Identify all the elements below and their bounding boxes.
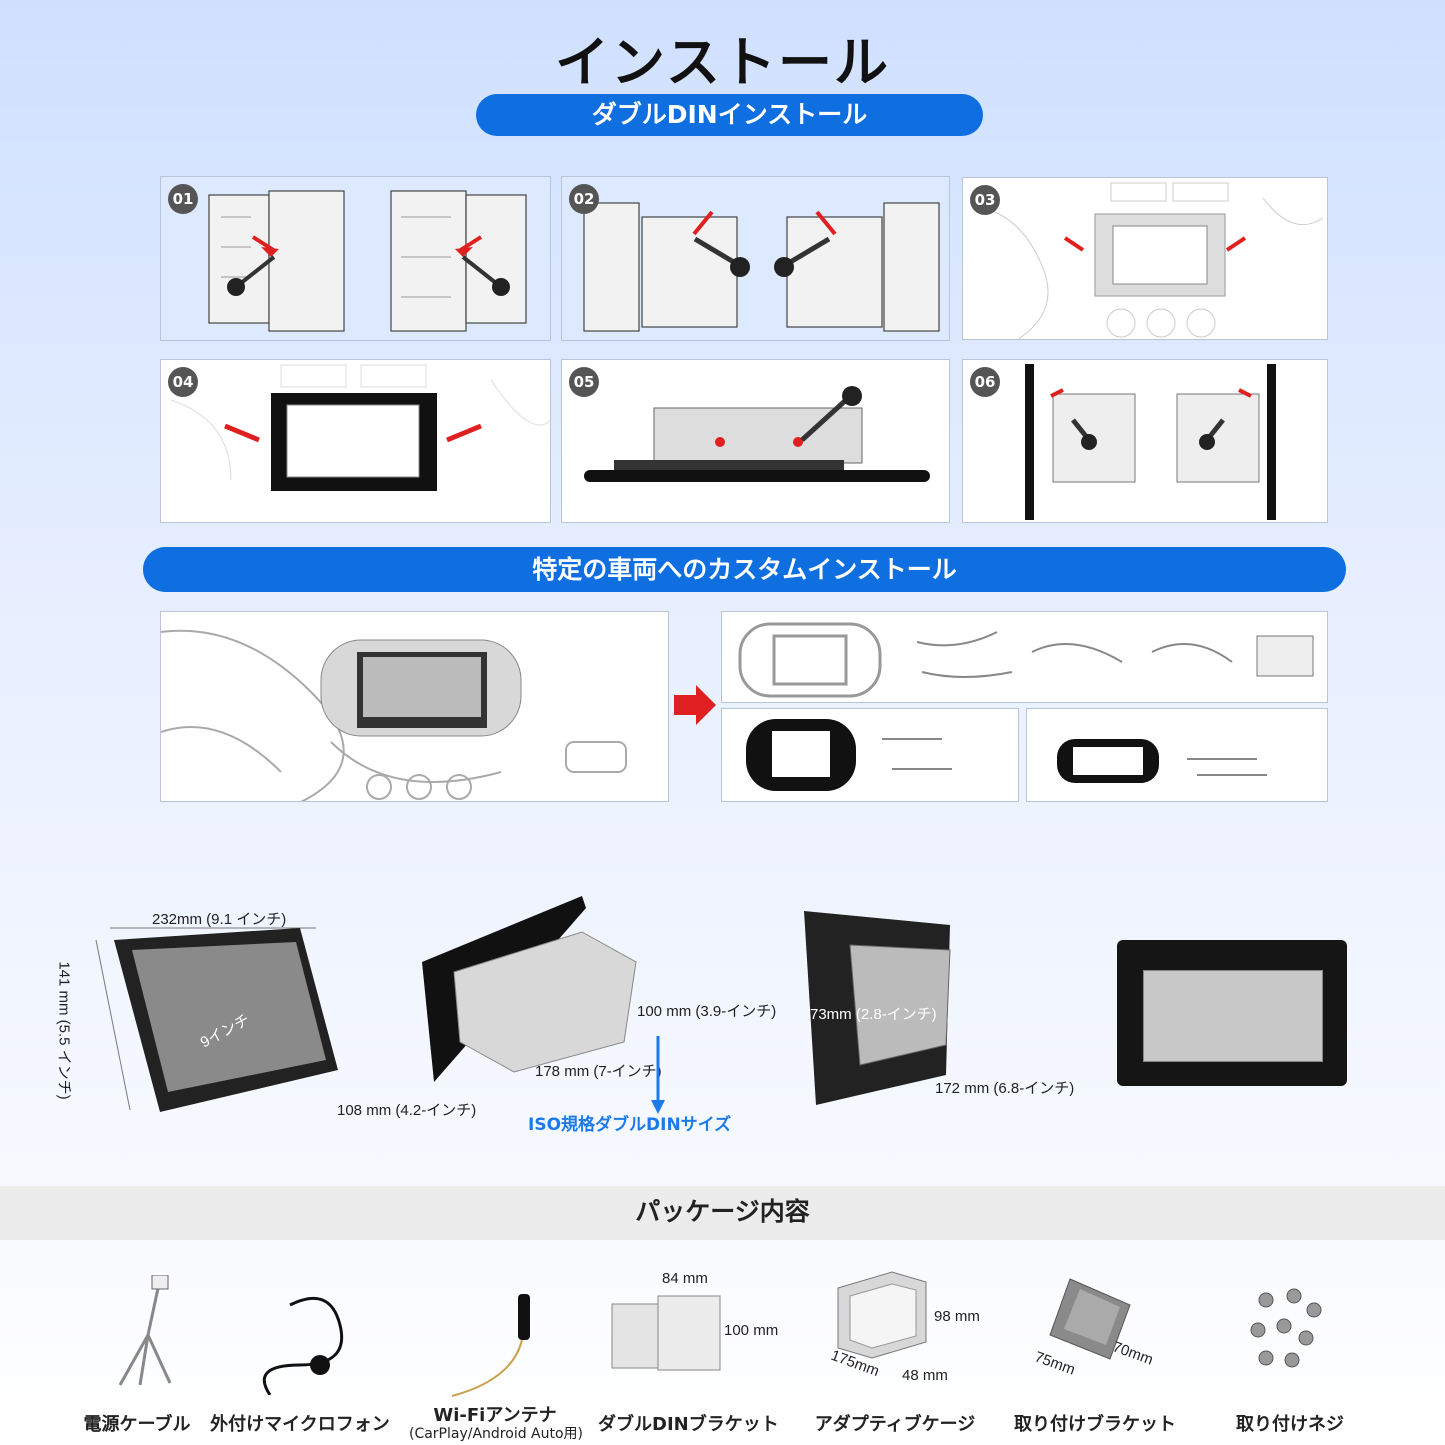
step-02-panel: 02 (561, 176, 950, 341)
step-number: 06 (970, 367, 1000, 397)
step-01-panel: 01 (160, 176, 551, 341)
bracket-width-dimension: 84 mm (662, 1270, 708, 1287)
frame-b-illustration (1057, 739, 1267, 783)
frame-a-illustration (746, 719, 952, 791)
package-item-label: ダブルDINブラケット (598, 1414, 779, 1435)
unit-cage-illustration (422, 896, 637, 1082)
package-item-label: 取り付けブラケット (1014, 1414, 1176, 1435)
kit-parts-panel (721, 611, 1328, 703)
screws-icon (1250, 1288, 1322, 1368)
package-title: パッケージ内容 (635, 1197, 810, 1226)
height3-dimension: 73mm (2.8-インチ) (810, 1006, 937, 1023)
bracket-diagram (208, 190, 527, 332)
unit-back-photo (1117, 940, 1347, 1086)
height-dimension: 141 mm (5.5 インチ) (55, 961, 73, 1100)
kit-frame-b-panel (1026, 708, 1328, 802)
cage-dash-diagram (982, 182, 1324, 339)
double-din-bracket-icon (611, 1295, 721, 1371)
power-cable-icon (118, 1275, 172, 1386)
step-number: 02 (569, 184, 599, 214)
step-05-panel: 05 (561, 359, 950, 523)
length-dimension: 178 mm (7-インチ) (535, 1063, 662, 1080)
package-item-label: 取り付けネジ (1236, 1414, 1344, 1435)
mount-side-diagram (1025, 364, 1276, 520)
package-item-label: アダプティブケージ (814, 1414, 976, 1435)
package-item-label: Wi-Fiアンテナ (433, 1405, 557, 1426)
wifi-antenna-icon (451, 1294, 530, 1397)
double-din-heading: ダブルDINインストール (476, 94, 983, 136)
length3-dimension: 172 mm (6.8-インチ) (935, 1080, 1075, 1097)
package-item-label: 電源ケーブル (83, 1414, 191, 1435)
depth-dimension: 100 mm (3.9-インチ) (637, 1003, 777, 1020)
arrow-right-icon (674, 685, 716, 725)
step-03-panel: 03 (962, 177, 1328, 340)
width-dimension: 232mm (9.1 インチ) (152, 911, 287, 928)
bracket-height-dimension: 100 mm (724, 1322, 779, 1339)
step-04-panel: 04 (160, 359, 551, 523)
iso-size-label: ISO規格ダブルDINサイズ (528, 1115, 732, 1135)
page-title: インストール (555, 31, 890, 94)
microphone-icon (262, 1296, 343, 1395)
down-arrow-icon (651, 1036, 665, 1114)
bracket-side-diagram (583, 202, 940, 332)
dashboard-illustration (161, 629, 627, 801)
car-dashboard-panel (160, 611, 669, 802)
package-item-label: 外付けマイクロフォン (210, 1414, 390, 1435)
package-item-sublabel: (CarPlay/Android Auto用) (408, 1426, 584, 1442)
custom-install-heading: 特定の車両へのカスタムインストール (143, 547, 1346, 592)
step-06-panel: 06 (962, 359, 1328, 523)
screw-side-diagram (584, 386, 930, 482)
unit-rear-illustration (804, 911, 951, 1105)
mounting-bracket-icon (1049, 1278, 1131, 1360)
kit-parts-illustration (738, 622, 1314, 698)
step-number: 01 (168, 184, 198, 214)
cage-height-dimension: 98 mm (934, 1308, 980, 1325)
kit-frame-a-panel (721, 708, 1019, 802)
step-number: 03 (970, 185, 1000, 215)
package-header-bar (0, 1186, 1445, 1240)
width2-dimension: 108 mm (4.2-インチ) (337, 1102, 477, 1119)
step-number: 05 (569, 367, 599, 397)
step-number: 04 (168, 367, 198, 397)
cage-width-dimension: 48 mm (902, 1367, 948, 1384)
adaptive-cage-icon (837, 1271, 927, 1359)
screen-insert-diagram (170, 364, 550, 491)
unit-front-illustration (95, 927, 338, 1112)
